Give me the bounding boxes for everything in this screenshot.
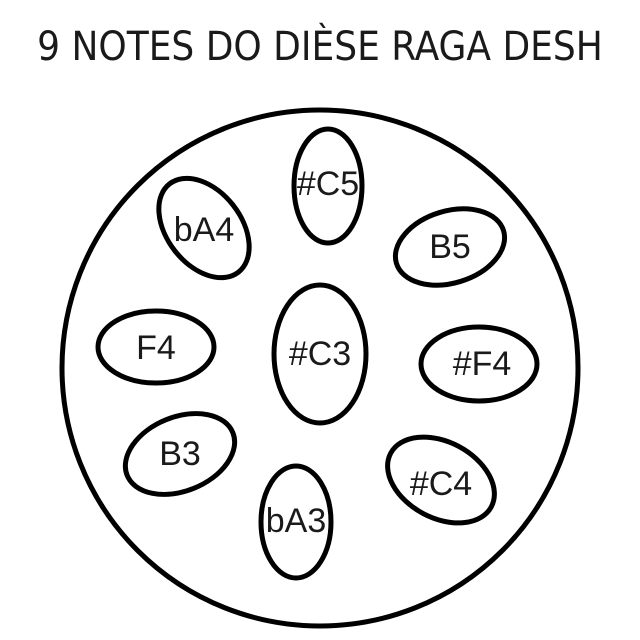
- note-bottom-left[interactable]: B3: [113, 398, 246, 509]
- note-label-left: F4: [136, 329, 176, 367]
- note-bottom-right[interactable]: #C4: [373, 420, 509, 541]
- page-title: 9 NOTES DO DIÈSE RAGA DESH: [37, 24, 603, 70]
- note-label-bottom-right: #C4: [410, 465, 472, 503]
- note-label-right: #F4: [453, 345, 512, 383]
- handpan-body: [59, 107, 581, 629]
- note-label-bottom-left: B3: [159, 435, 201, 473]
- note-center[interactable]: #C3: [271, 282, 369, 426]
- note-left[interactable]: F4: [95, 308, 217, 386]
- note-top[interactable]: #C5: [291, 126, 365, 246]
- note-label-top-right: B5: [429, 228, 471, 266]
- note-right[interactable]: #F4: [418, 324, 540, 404]
- note-label-center: #C3: [289, 335, 351, 373]
- note-bottom[interactable]: bA3: [258, 463, 334, 581]
- note-top-left[interactable]: bA4: [140, 161, 267, 295]
- note-label-top-left: bA4: [174, 211, 235, 249]
- note-top-right[interactable]: B5: [386, 196, 514, 298]
- note-label-bottom: bA3: [266, 502, 327, 540]
- note-label-top: #C5: [297, 165, 359, 203]
